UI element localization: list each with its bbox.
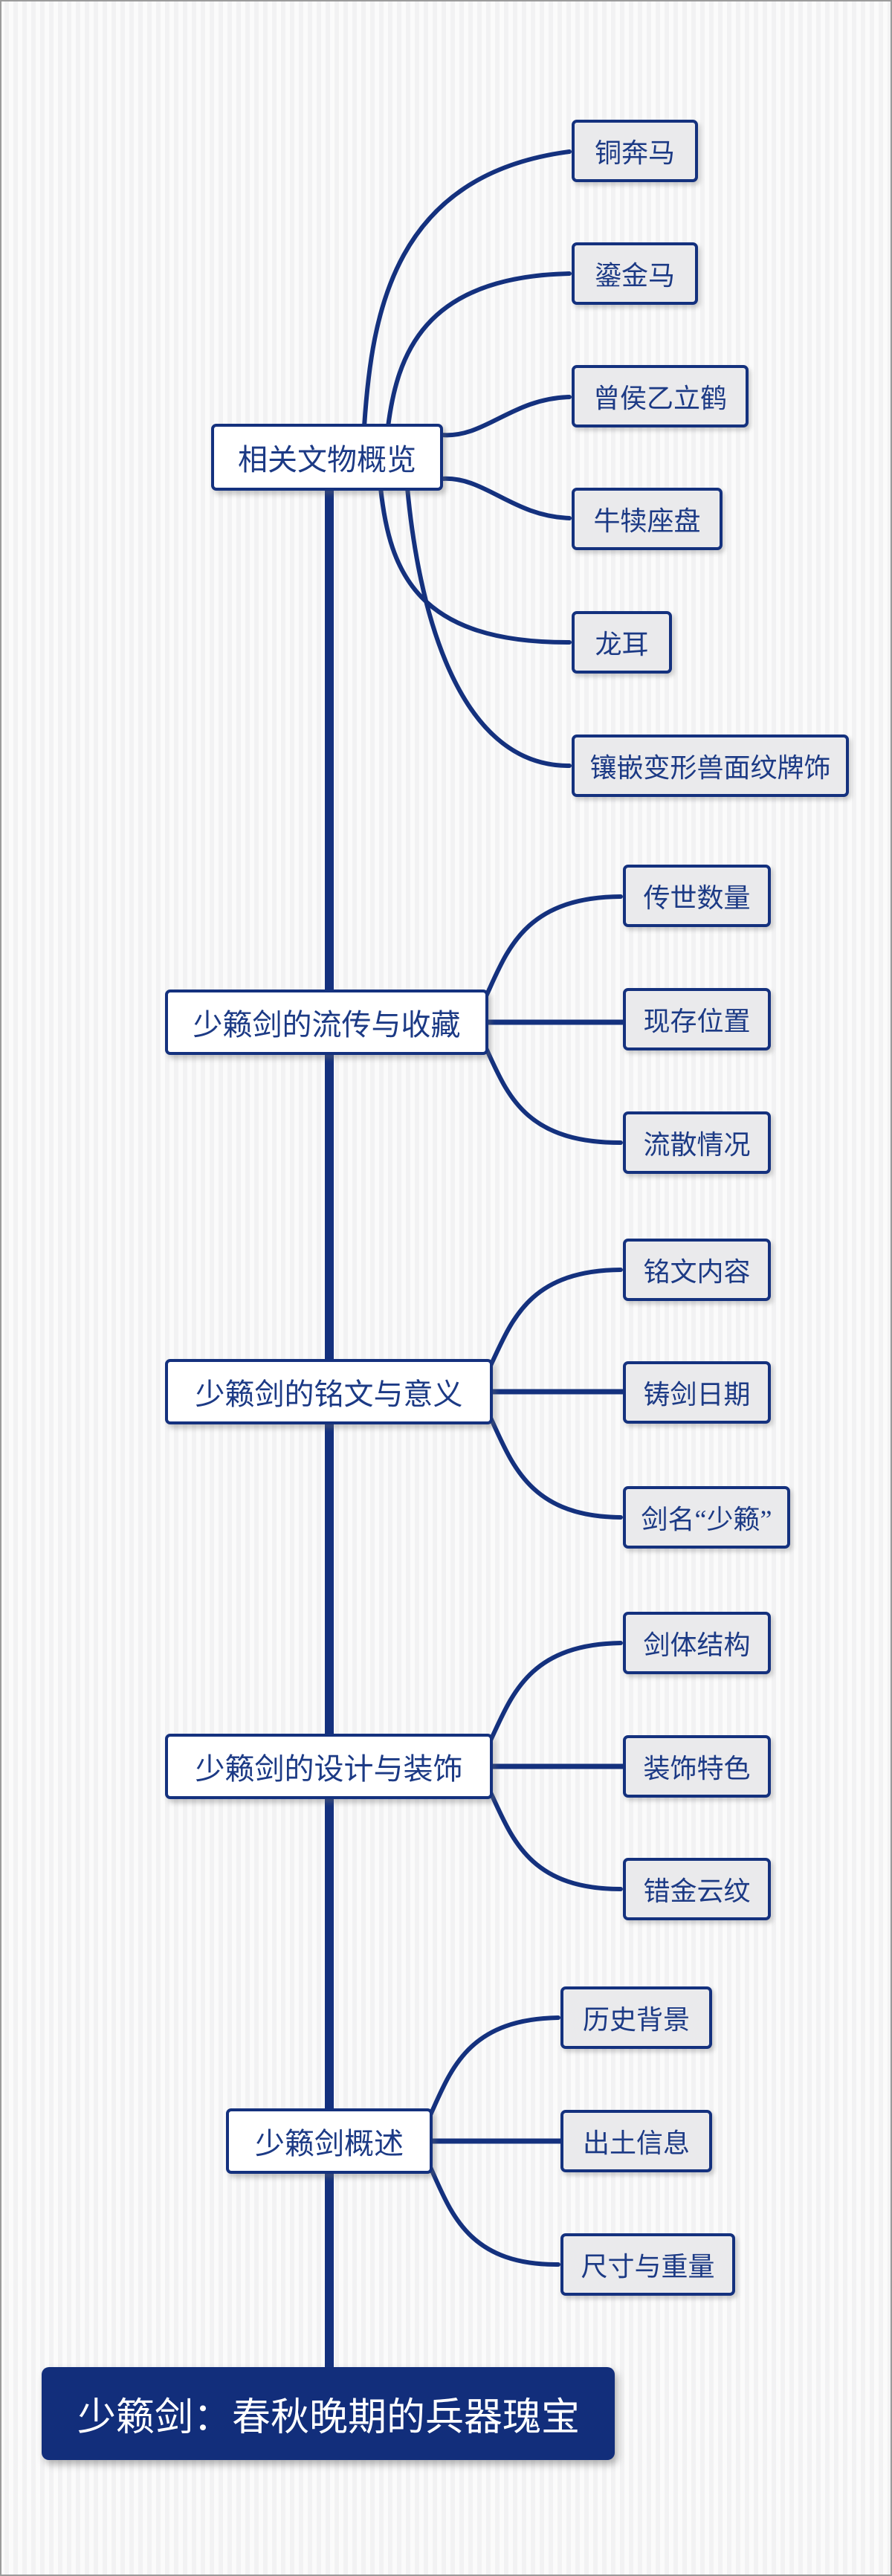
connector-provenance-count [483, 894, 623, 1000]
topic-provenance[interactable]: 少籁剑的流传与收藏 [165, 990, 488, 1055]
root-topic[interactable]: 少籁剑：春秋晚期的兵器瑰宝 [42, 2367, 615, 2460]
connector-artifacts-bronze-horse [362, 149, 572, 429]
subtopic-gold-cloud[interactable]: 错金云纹 [623, 1858, 771, 1920]
subtopic-count[interactable]: 传世数量 [623, 865, 771, 927]
subtopic-crane[interactable]: 曾侯乙立鹤 [572, 365, 749, 427]
subtopic-excavation[interactable]: 出土信息 [560, 2110, 712, 2172]
connector-overview-history [427, 2015, 560, 2119]
subtopic-history[interactable]: 历史背景 [560, 1986, 712, 2049]
topic-design[interactable]: 少籁剑的设计与装饰 [165, 1734, 493, 1799]
connector-artifacts-gilt-horse [386, 271, 572, 429]
subtopic-structure[interactable]: 剑体结构 [623, 1612, 771, 1674]
connector-overview-dimensions [427, 2163, 560, 2267]
subtopic-location[interactable]: 现存位置 [623, 988, 771, 1050]
topic-overview[interactable]: 少籁剑概述 [226, 2108, 433, 2174]
subtopic-name[interactable]: 剑名“少籁” [623, 1486, 790, 1549]
connector-provenance-dispersal [483, 1045, 623, 1145]
topic-inscription[interactable]: 少籁剑的铭文与意义 [165, 1359, 493, 1424]
connector-design-gold-cloud [488, 1789, 623, 1891]
connector-inscription-name [488, 1414, 623, 1520]
subtopic-date[interactable]: 铸剑日期 [623, 1361, 771, 1424]
subtopic-bronze-horse[interactable]: 铜奔马 [572, 120, 698, 182]
connector-artifacts-dragon-ear [378, 485, 572, 645]
connector-design-structure [488, 1641, 623, 1744]
subtopic-calf-plate[interactable]: 牛犊座盘 [572, 488, 723, 550]
subtopic-decoration[interactable]: 装饰特色 [623, 1735, 771, 1798]
subtopic-dispersal[interactable]: 流散情况 [623, 1111, 771, 1174]
subtopic-content[interactable]: 铭文内容 [623, 1239, 771, 1301]
subtopic-gilt-horse[interactable]: 鎏金马 [572, 242, 698, 305]
connector-artifacts-crane [439, 395, 572, 438]
connector-artifacts-plaque [405, 485, 572, 769]
connector-inscription-content [488, 1268, 623, 1369]
subtopic-dimensions[interactable]: 尺寸与重量 [560, 2233, 735, 2296]
subtopic-dragon-ear[interactable]: 龙耳 [572, 611, 672, 674]
connector-artifacts-calf-plate [439, 476, 572, 520]
topic-artifacts[interactable]: 相关文物概览 [211, 424, 443, 491]
subtopic-plaque[interactable]: 镶嵌变形兽面纹牌饰 [572, 735, 849, 797]
